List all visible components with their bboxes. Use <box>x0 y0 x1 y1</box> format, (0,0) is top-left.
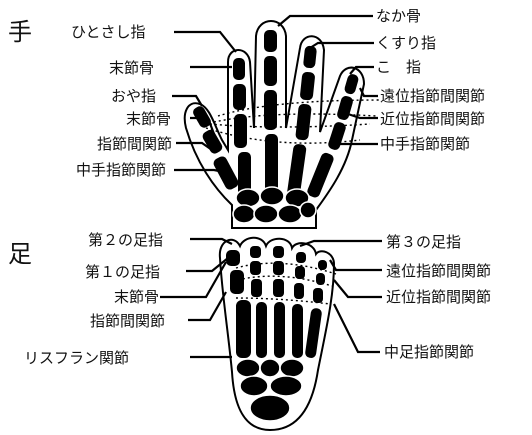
second-toe-label: 第２の足指 <box>88 231 163 249</box>
foot-diagram: 足 <box>8 231 491 430</box>
first-toe-label: 第１の足指 <box>85 263 160 281</box>
toe-proximal-interphalangeal-joint-label: 近位指節間関節 <box>386 288 491 306</box>
hand-diagram: 手 <box>8 7 485 228</box>
metacarpophalangeal-joint-label-right: 中手指節関節 <box>380 135 470 153</box>
third-toe-label: 第３の足指 <box>386 233 461 251</box>
metacarpophalangeal-joint-label-left: 中手指節関節 <box>76 161 166 179</box>
proximal-interphalangeal-joint-label: 近位指節間関節 <box>380 110 485 128</box>
toe-distal-phalanx-label: 末節骨 <box>114 288 159 306</box>
distal-phalanx-label-lower: 末節骨 <box>126 110 171 128</box>
distal-interphalangeal-joint-label: 遠位指節間関節 <box>380 87 485 105</box>
toe-interphalangeal-joint-label: 指節間関節 <box>90 312 165 330</box>
thumb-label: おや指 <box>111 87 156 105</box>
distal-phalanx-label-upper: 末節骨 <box>109 59 154 77</box>
hand-title: 手 <box>8 18 32 46</box>
index-finger-label: ひとさし指 <box>71 23 146 41</box>
metatarsophalangeal-joint-label: 中足指節関節 <box>384 343 474 361</box>
lisfranc-joint-label: リスフラン関節 <box>24 349 129 367</box>
middle-finger-label: なか骨 <box>376 7 421 25</box>
interphalangeal-joint-label: 指節間関節 <box>97 135 172 153</box>
toe-distal-interphalangeal-joint-label: 遠位指節間関節 <box>386 262 491 280</box>
little-finger-label: こ 指 <box>376 58 421 76</box>
foot-title: 足 <box>8 240 32 268</box>
ring-finger-label: くすり指 <box>376 34 436 52</box>
